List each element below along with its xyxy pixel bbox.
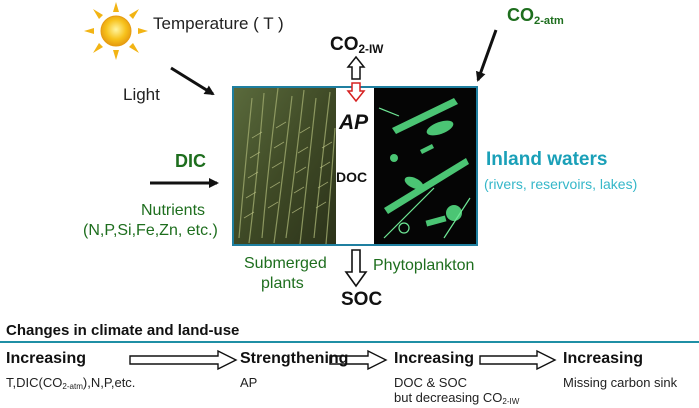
step-3-detail-line1: DOC & SOC — [394, 375, 467, 390]
step-1-detail: T,DIC(CO2-atm),N,P,etc. — [6, 375, 136, 391]
light-arrow — [170, 66, 215, 96]
soc-label: SOC — [341, 289, 383, 310]
submerged-plants-label: Submerged — [244, 255, 327, 272]
flow-arrow-1 — [129, 349, 238, 371]
co2-atm-label: CO2-atm — [507, 5, 564, 27]
flow-arrow-3 — [479, 349, 557, 371]
ap-label: AP — [339, 111, 369, 134]
co2-atm-arrow — [476, 29, 498, 82]
step-2-heading: Strengthening — [240, 350, 349, 367]
co2-iw-exchange-arrow — [346, 55, 366, 103]
step-1-heading: Increasing — [6, 350, 87, 367]
step-2-detail: AP — [240, 375, 258, 390]
dic-label: DIC — [175, 151, 206, 171]
step-3-detail-line2: but decreasing CO2-IW — [394, 390, 520, 406]
inland-waters-label: Inland waters — [486, 149, 608, 170]
nutrients-list: (N,P,Si,Fe,Zn, etc.) — [83, 222, 218, 239]
phytoplankton-label: Phytoplankton — [373, 257, 475, 274]
inland-waters-examples: (rivers, reservoirs, lakes) — [484, 176, 638, 192]
step-4-detail: Missing carbon sink — [563, 375, 678, 390]
inland-water-box: AP DOC — [232, 86, 478, 246]
co2-iw-label: CO2-IW — [330, 34, 384, 56]
flow-arrow-2 — [329, 349, 388, 371]
soc-arrow — [344, 249, 368, 288]
nutrients-label: Nutrients — [141, 202, 206, 219]
sun-icon — [84, 2, 148, 60]
phytoplankton-image — [374, 88, 476, 244]
light-label: Light — [123, 85, 160, 104]
temperature-label: Temperature ( T ) — [153, 14, 284, 33]
doc-label: DOC — [336, 169, 368, 185]
step-4-heading: Increasing — [563, 350, 644, 367]
submerged-plants-image — [234, 88, 336, 244]
step-3-heading: Increasing — [394, 350, 475, 367]
submerged-plants-label-2: plants — [261, 275, 304, 292]
changes-title: Changes in climate and land-use — [6, 322, 240, 339]
